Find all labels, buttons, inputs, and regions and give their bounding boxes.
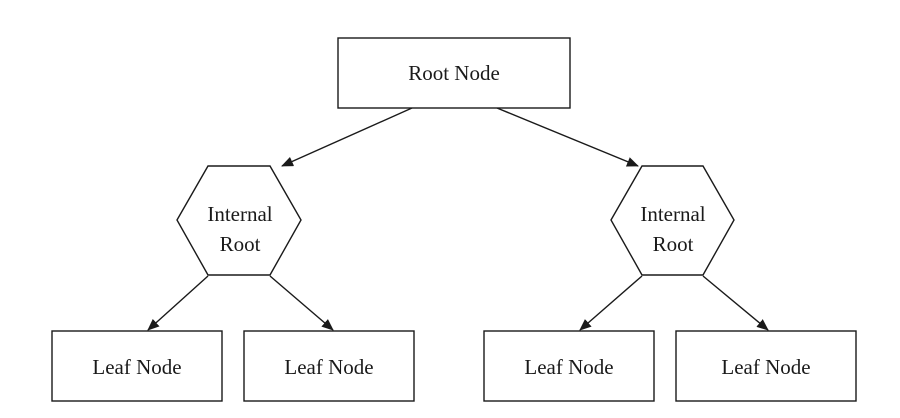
root-node-label: Root Node bbox=[408, 61, 500, 85]
leaf-node-1-box bbox=[51, 330, 223, 402]
internal-node-right-label-line2: Root bbox=[653, 232, 694, 256]
leaf-node-2: Leaf Node bbox=[243, 330, 415, 402]
edge-internal-left-to-leaf-2 bbox=[269, 275, 334, 331]
internal-node-left-label-line1: Internal bbox=[207, 202, 272, 226]
leaf-node-3: Leaf Node bbox=[483, 330, 655, 402]
leaf-node-4-box bbox=[675, 330, 857, 402]
root-node-box bbox=[337, 37, 571, 109]
internal-node-left: Internal Root bbox=[176, 165, 302, 276]
leaf-node-4: Leaf Node bbox=[675, 330, 857, 402]
edge-internal-left-to-leaf-1 bbox=[147, 275, 209, 331]
leaf-node-2-box bbox=[243, 330, 415, 402]
leaf-node-2-label: Leaf Node bbox=[284, 355, 373, 379]
leaf-node-3-box bbox=[483, 330, 655, 402]
internal-node-right-label-line1: Internal bbox=[640, 202, 705, 226]
internal-node-left-label-line2: Root bbox=[220, 232, 261, 256]
edge-internal-right-to-leaf-3 bbox=[579, 275, 643, 331]
internal-node-right-hexagon bbox=[610, 165, 735, 276]
leaf-node-4-label: Leaf Node bbox=[721, 355, 810, 379]
edge-internal-right-to-leaf-4 bbox=[702, 275, 769, 331]
edge-root-to-internal-left bbox=[281, 107, 413, 167]
edge-root-to-internal-right bbox=[496, 107, 639, 167]
root-node: Root Node bbox=[337, 37, 571, 109]
internal-node-right: Internal Root bbox=[610, 165, 735, 276]
leaf-node-1: Leaf Node bbox=[51, 330, 223, 402]
internal-node-left-hexagon bbox=[176, 165, 302, 276]
leaf-node-1-label: Leaf Node bbox=[92, 355, 181, 379]
leaf-node-3-label: Leaf Node bbox=[524, 355, 613, 379]
